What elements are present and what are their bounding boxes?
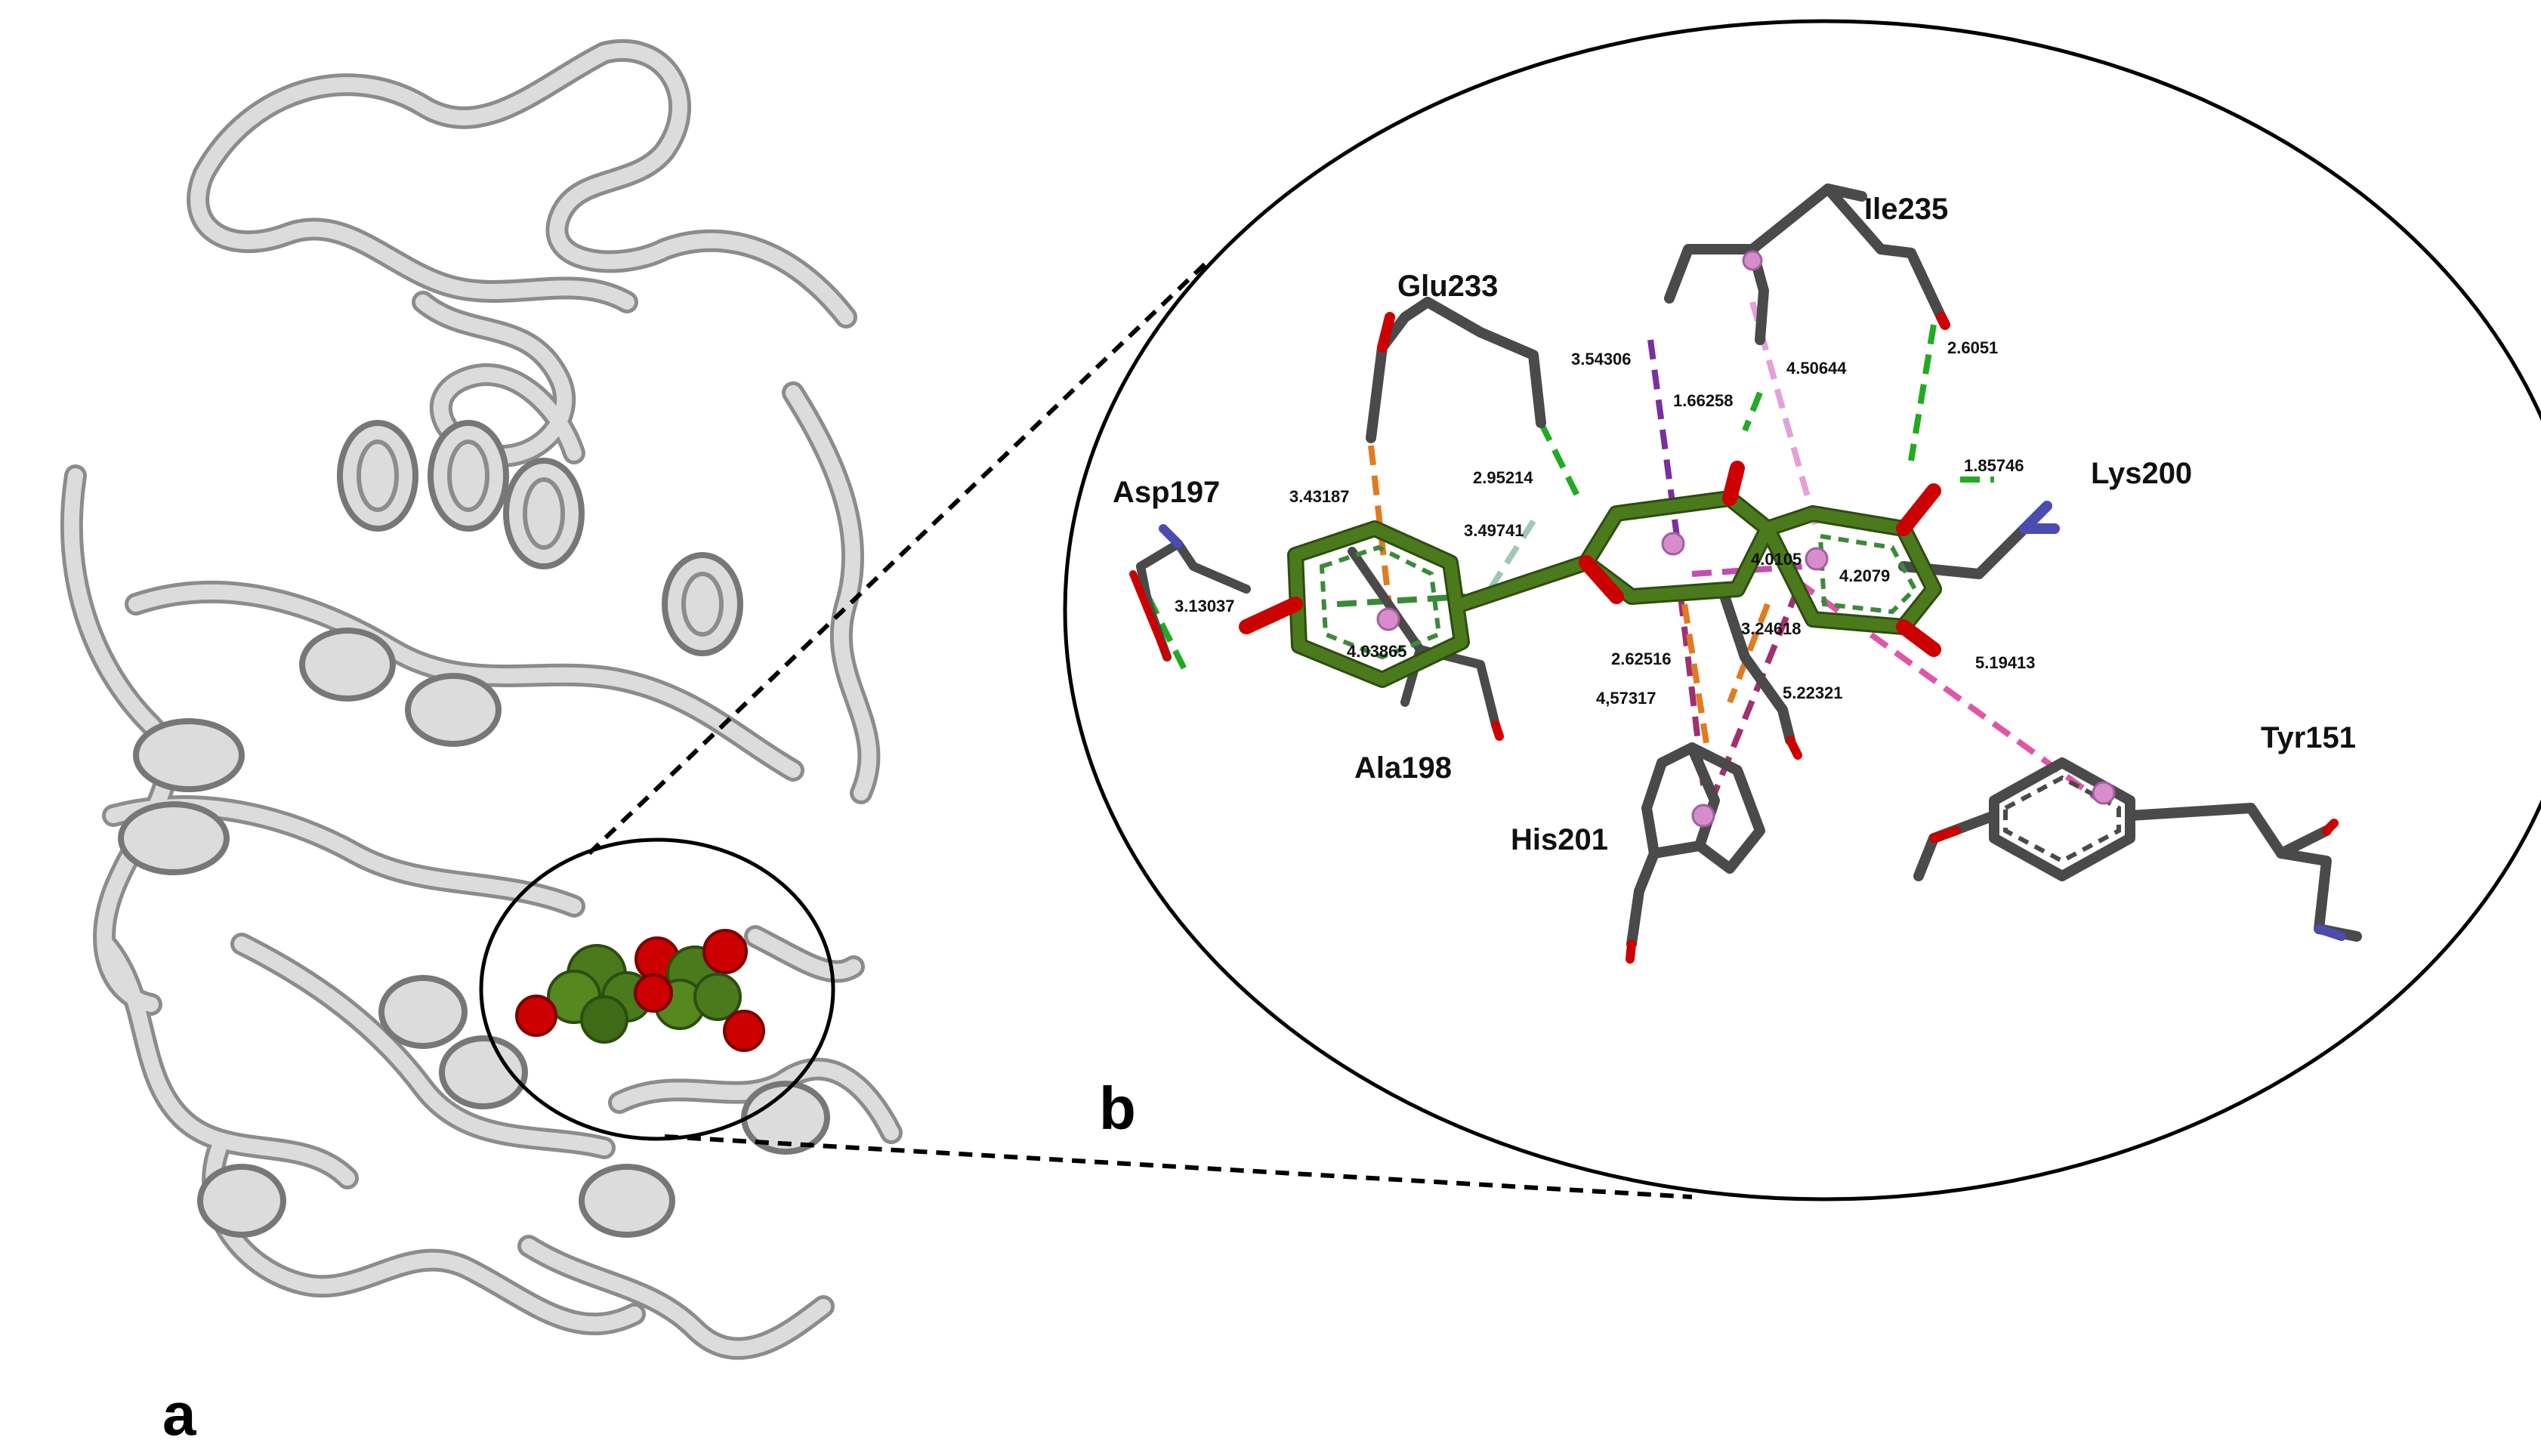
pi-centroids [1376,250,2116,828]
dist-label: 3.24618 [1741,619,1802,638]
dist-label: 4.50644 [1786,359,1847,378]
residue-his201 [1626,584,1795,949]
dist-label: 3.13037 [1175,597,1235,615]
label-his201: His201 [1511,823,1608,856]
dist-label: 2.95214 [1473,468,1533,487]
helix-group [118,420,830,1238]
label-asp197: Asp197 [1113,476,1220,509]
label-lys200: Lys200 [2091,457,2192,490]
binding-site-circle [479,838,835,1141]
label-ala198: Ala198 [1354,751,1452,785]
panel-label-a: a [162,1380,196,1448]
dist-label: 5.22321 [1783,683,1843,702]
label-glu233: Glu233 [1397,270,1498,303]
dist-label: 3.43187 [1289,487,1350,506]
hbond-line [1908,324,1937,461]
dist-label: 4.0105 [1751,550,1802,569]
residue-sticks [1129,184,2362,964]
label-ile235: Ile235 [1864,193,1948,226]
hbond-line [1336,594,1466,607]
dist-label: 2.6051 [1947,338,1998,357]
dist-label: 5.19413 [1975,653,2036,672]
carbon-hbond-line [1477,519,1536,606]
dist-label: 4.2079 [1839,566,1890,585]
pi-alkyl-line [1712,588,1801,794]
dist-label: 1.66258 [1673,391,1734,410]
dist-label: 3.54306 [1571,350,1632,369]
label-tyr151: Tyr151 [2261,721,2356,754]
panel-label-b: b [1099,1075,1136,1142]
pi-anion-line [1727,603,1771,704]
pi-anion-line [1681,603,1710,748]
pi-anion-line [1368,445,1393,612]
zoom-connectors [587,258,1693,1199]
ligand-sticks [1239,461,1942,688]
aromatic-rings [1319,533,2121,864]
hbond-line [1538,421,1582,500]
dist-label: 4,57317 [1596,689,1656,708]
hbond-line [1742,391,1763,432]
dist-label: 3.49741 [1464,521,1524,540]
protein-ribbon [60,39,903,1360]
ligand-spheres [515,929,765,1052]
dist-label: 4.03865 [1347,642,1407,661]
dist-label: 1.85746 [1964,456,2024,475]
dist-label: 2.62516 [1611,649,1672,668]
